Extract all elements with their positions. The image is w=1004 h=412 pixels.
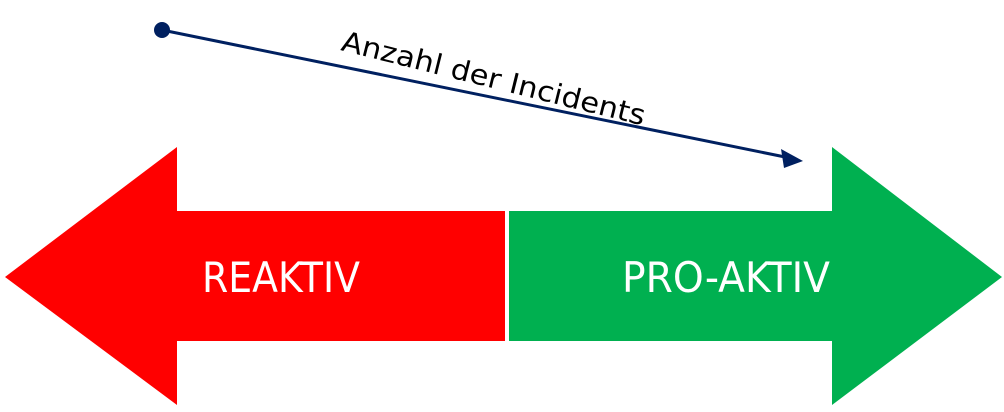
reaktiv-label: REAKTIV	[202, 253, 360, 302]
trend-line	[161, 28, 791, 160]
pro-aktiv-label: PRO-AKTIV	[622, 253, 830, 302]
pro-aktiv-arrow	[509, 147, 1002, 405]
reaktiv-arrow	[5, 147, 505, 405]
trend-arrowhead-icon	[781, 149, 803, 168]
trend-label: Anzahl der Incidents	[338, 25, 649, 132]
